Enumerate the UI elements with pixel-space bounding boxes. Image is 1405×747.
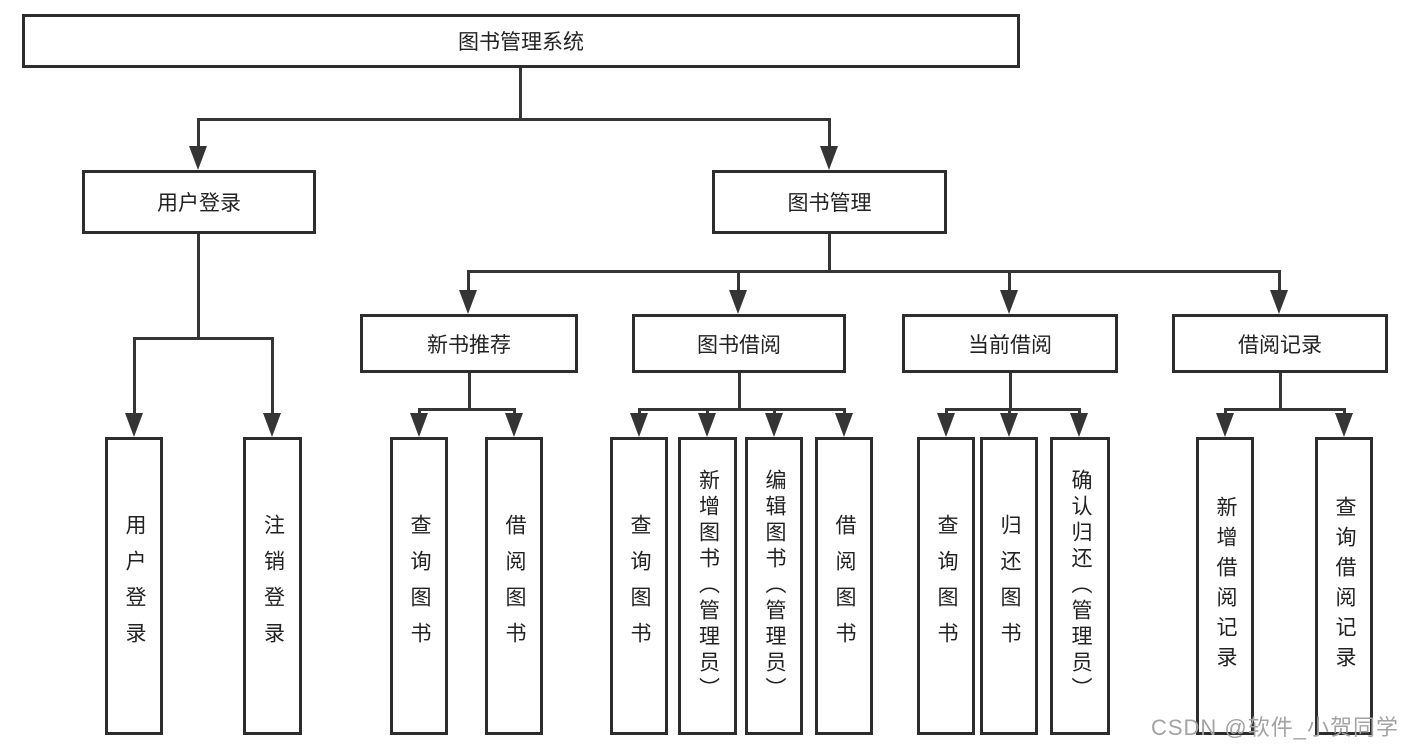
arrow-down-icon bbox=[410, 413, 428, 437]
leaf-user-login: 用户登录 bbox=[105, 437, 163, 735]
node-root-label: 图书管理系统 bbox=[458, 31, 584, 54]
connector-line bbox=[519, 68, 522, 118]
connector-line bbox=[828, 118, 831, 148]
arrow-down-icon bbox=[820, 146, 838, 170]
node-current-borrow: 当前借阅 bbox=[902, 314, 1118, 373]
leaf-logout-label: 注销登录 bbox=[261, 514, 285, 658]
arrow-down-icon bbox=[263, 413, 281, 437]
connector-line bbox=[197, 118, 200, 148]
node-user-login-label: 用户登录 bbox=[157, 192, 241, 215]
node-book-management-label: 图书管理 bbox=[787, 192, 872, 215]
arrow-down-icon bbox=[835, 413, 853, 437]
leaf-newbook-borrow-book: 借阅图书 bbox=[485, 437, 543, 735]
connector-line bbox=[638, 408, 641, 415]
leaf-newbook-query-book: 查询图书 bbox=[390, 437, 448, 735]
leaf-add-book-admin-label: 新增图书（管理员） bbox=[696, 469, 720, 703]
leaf-return-book-label: 归还图书 bbox=[998, 514, 1021, 658]
connector-line bbox=[945, 408, 948, 415]
connector-line bbox=[418, 408, 515, 411]
connector-line bbox=[843, 408, 846, 415]
node-current-borrow-label: 当前借阅 bbox=[968, 333, 1052, 357]
leaf-add-borrow-record: 新增借阅记录 bbox=[1196, 437, 1254, 735]
arrow-down-icon bbox=[1335, 413, 1353, 437]
leaf-add-book-admin: 新增图书（管理员） bbox=[678, 437, 737, 735]
connector-line bbox=[828, 234, 831, 270]
connector-line bbox=[1008, 408, 1011, 415]
arrow-down-icon bbox=[459, 290, 477, 314]
connector-line bbox=[737, 270, 740, 292]
connector-line bbox=[469, 270, 1281, 273]
leaf-confirm-return-admin-label: 确认归还（管理员） bbox=[1069, 469, 1092, 703]
arrow-down-icon bbox=[1270, 290, 1288, 314]
connector-line bbox=[133, 337, 273, 340]
connector-line bbox=[1279, 373, 1282, 408]
connector-line bbox=[1278, 270, 1281, 292]
leaf-borrow-query-book-label: 查询图书 bbox=[628, 514, 651, 658]
arrow-down-icon bbox=[1216, 413, 1234, 437]
connector-line bbox=[513, 408, 516, 415]
arrow-down-icon bbox=[505, 413, 523, 437]
arrow-down-icon bbox=[937, 413, 955, 437]
leaf-current-query-book-label: 查询图书 bbox=[935, 514, 958, 658]
arrow-down-icon bbox=[729, 290, 747, 314]
arrow-down-icon bbox=[1070, 413, 1088, 437]
connector-line bbox=[197, 234, 200, 337]
node-root: 图书管理系统 bbox=[22, 14, 1020, 68]
connector-line bbox=[1224, 408, 1345, 411]
connector-line bbox=[1224, 408, 1227, 415]
arrow-down-icon bbox=[1000, 290, 1018, 314]
connector-line bbox=[271, 337, 274, 415]
leaf-current-query-book: 查询图书 bbox=[917, 437, 975, 735]
connector-line bbox=[738, 373, 741, 408]
leaf-query-borrow-record: 查询借阅记录 bbox=[1315, 437, 1373, 735]
connector-line bbox=[468, 373, 471, 408]
connector-line bbox=[1009, 373, 1012, 408]
leaf-borrow-query-book: 查询图书 bbox=[610, 437, 668, 735]
node-book-management: 图书管理 bbox=[712, 170, 947, 234]
connector-line bbox=[773, 408, 776, 415]
leaf-newbook-query-book-label: 查询图书 bbox=[408, 514, 431, 658]
leaf-query-borrow-record-label: 查询借阅记录 bbox=[1333, 496, 1356, 676]
leaf-edit-book-admin: 编辑图书（管理员） bbox=[745, 437, 803, 735]
connector-line bbox=[1078, 408, 1081, 415]
leaf-edit-book-admin-label: 编辑图书（管理员） bbox=[763, 469, 786, 703]
leaf-borrow-book: 借阅图书 bbox=[815, 437, 873, 735]
node-new-book-recommend: 新书推荐 bbox=[360, 314, 578, 373]
connector-line bbox=[133, 337, 136, 415]
connector-line bbox=[197, 118, 829, 121]
arrow-down-icon bbox=[1000, 413, 1018, 437]
node-book-borrow: 图书借阅 bbox=[632, 314, 846, 373]
node-borrow-records: 借阅记录 bbox=[1172, 314, 1388, 373]
arrow-down-icon bbox=[765, 413, 783, 437]
leaf-add-borrow-record-label: 新增借阅记录 bbox=[1214, 496, 1237, 676]
arrow-down-icon bbox=[698, 413, 716, 437]
node-user-login: 用户登录 bbox=[82, 170, 316, 234]
leaf-newbook-borrow-book-label: 借阅图书 bbox=[503, 514, 526, 658]
arrow-down-icon bbox=[630, 413, 648, 437]
connector-line bbox=[706, 408, 709, 415]
leaf-user-login-label: 用户登录 bbox=[123, 514, 146, 658]
leaf-borrow-book-label: 借阅图书 bbox=[833, 514, 856, 658]
node-book-borrow-label: 图书借阅 bbox=[697, 333, 781, 357]
arrow-down-icon bbox=[125, 413, 143, 437]
arrow-down-icon bbox=[189, 146, 207, 170]
connector-line bbox=[945, 408, 1080, 411]
connector-line bbox=[1008, 270, 1011, 292]
csdn-watermark: CSDN @软件_小贺同学 bbox=[1150, 715, 1399, 740]
connector-line bbox=[1343, 408, 1346, 415]
leaf-logout: 注销登录 bbox=[243, 437, 302, 735]
node-borrow-records-label: 借阅记录 bbox=[1238, 333, 1322, 357]
connector-line bbox=[638, 408, 845, 411]
leaf-confirm-return-admin: 确认归还（管理员） bbox=[1050, 437, 1110, 735]
node-new-book-recommend-label: 新书推荐 bbox=[427, 333, 511, 357]
connector-line bbox=[467, 270, 470, 292]
leaf-return-book: 归还图书 bbox=[980, 437, 1038, 735]
connector-line bbox=[418, 408, 421, 415]
